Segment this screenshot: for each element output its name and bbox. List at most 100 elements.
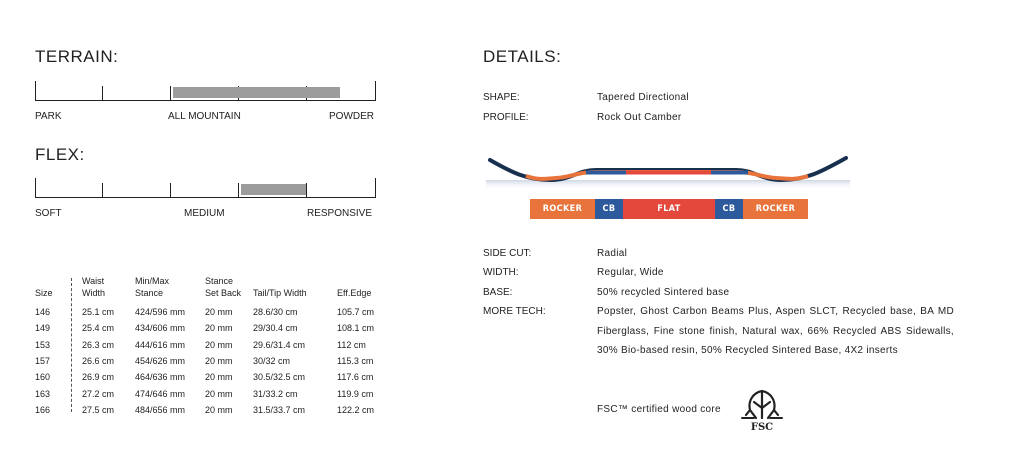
table-row-size: 157 — [35, 355, 51, 366]
table-cell: 25.1 cm — [82, 307, 115, 317]
table-cell: 28.6/30 cm — [253, 307, 298, 317]
table-cell: 108.1 cm — [337, 323, 375, 334]
terrain-label-powder: POWDER — [329, 111, 374, 122]
table-cell: 464/636 mm — [135, 372, 186, 383]
width-value: Regular, Wide — [597, 267, 664, 278]
board-profile-illustration — [486, 156, 850, 190]
table-cell: 122.2 cm — [337, 404, 375, 415]
scale-tick — [170, 183, 171, 198]
table-cell: 474/646 mm — [135, 388, 186, 399]
zone-flat: FLAT — [623, 199, 715, 219]
details-title: DETAILS: — [483, 47, 562, 66]
flex-label-responsive: RESPONSIVE — [307, 208, 373, 219]
table-cell: 484/656 mm — [135, 404, 186, 415]
table-cell: 105.7 cm — [337, 307, 375, 317]
table-divider — [71, 278, 72, 412]
more-tech-label: MORE TECH: — [483, 306, 546, 317]
scale-baseline — [35, 100, 376, 101]
table-cell: 117.6 cm — [337, 372, 374, 383]
scale-tick — [238, 183, 239, 198]
terrain-scale — [35, 81, 376, 101]
table-cell: 20 mm — [205, 388, 233, 399]
table-cell: 27.5 cm — [82, 404, 115, 415]
table-cell: 434/606 mm — [135, 323, 186, 334]
table-cell: 30.5/32.5 cm — [253, 372, 306, 383]
more-tech-value: Popster, Ghost Carbon Beams Plus, Aspen … — [597, 306, 954, 356]
table-row-size: 163 — [35, 388, 51, 399]
table-cell: 444/616 mm — [135, 339, 186, 350]
table-header-cell: Size — [35, 288, 53, 298]
table-cell: 112 cm — [337, 339, 366, 350]
table-cell: 31/33.2 cm — [253, 388, 298, 399]
table-cell: 20 mm — [205, 339, 233, 350]
board-shadow — [486, 180, 850, 190]
scale-tick-end — [375, 81, 376, 101]
sidecut-label: SIDE CUT: — [483, 248, 532, 259]
table-cell: 27.2 cm — [82, 388, 115, 399]
table-cell: 424/596 mm — [135, 307, 186, 317]
fsc-statement: FSC™ certified wood core — [597, 404, 721, 415]
width-label: WIDTH: — [483, 267, 519, 278]
fsc-tree-icon — [741, 389, 783, 420]
table-cell: 115.3 cm — [337, 355, 374, 366]
table-header-cell: Stance — [205, 276, 234, 286]
fsc-logo: FSC — [740, 388, 784, 434]
table-row-size: 160 — [35, 372, 51, 383]
shape-label: SHAPE: — [483, 92, 520, 103]
terrain-range-fill — [173, 87, 340, 98]
table-cell: 25.4 cm — [82, 323, 115, 334]
flex-title: FLEX: — [35, 145, 85, 164]
shape-value: Tapered Directional — [597, 92, 689, 103]
table-header-cell: Stance — [135, 288, 164, 298]
zone-rocker-left: ROCKER — [530, 199, 595, 219]
zone-rocker-right: ROCKER — [743, 199, 808, 219]
table-cell: 119.9 cm — [337, 388, 374, 399]
flex-label-soft: SOFT — [35, 208, 62, 219]
scale-tick-end — [375, 178, 376, 198]
scale-tick-start — [35, 81, 36, 101]
table-cell: 20 mm — [205, 307, 233, 317]
table-cell: 26.6 cm — [82, 355, 115, 366]
scale-tick — [102, 183, 103, 198]
table-cell: 454/626 mm — [135, 355, 186, 366]
table-cell: 31.5/33.7 cm — [253, 404, 306, 415]
base-value: 50% recycled Sintered base — [597, 287, 730, 298]
table-cell: 20 mm — [205, 372, 233, 383]
table-row-size: 166 — [35, 404, 51, 415]
profile-zones: ROCKER CB FLAT CB ROCKER — [530, 199, 808, 219]
scale-tick — [306, 183, 307, 198]
terrain-label-park: PARK — [35, 111, 62, 122]
table-header-cell: Waist — [82, 276, 105, 286]
flex-scale — [35, 178, 376, 198]
zone-camber-right: CB — [715, 199, 743, 219]
table-row-size: 153 — [35, 339, 51, 350]
table-row-size: 146 — [35, 307, 51, 317]
table-cell: 30/32 cm — [253, 355, 291, 366]
scale-tick — [170, 86, 171, 101]
table-cell: 20 mm — [205, 355, 233, 366]
base-label: BASE: — [483, 287, 513, 298]
flex-label-medium: MEDIUM — [184, 208, 225, 219]
scale-tick-start — [35, 178, 36, 198]
table-cell: 20 mm — [205, 323, 233, 334]
table-header-cell: Tail/Tip Width — [253, 288, 307, 298]
fsc-logo-text: FSC — [750, 422, 774, 433]
board-outline — [488, 156, 848, 183]
table-cell: 29.6/31.4 cm — [253, 339, 306, 350]
table-header-cell: Width — [82, 288, 106, 298]
scale-tick — [102, 86, 103, 101]
table-header-cell: Set Back — [205, 288, 242, 298]
table-row-size: 149 — [35, 323, 51, 334]
sidecut-value: Radial — [597, 248, 628, 259]
terrain-title: TERRAIN: — [35, 47, 119, 66]
table-header-cell: Eff.Edge — [337, 288, 372, 298]
profile-value: Rock Out Camber — [597, 112, 682, 123]
table-header-cell: Min/Max — [135, 276, 170, 286]
flex-range-fill — [241, 184, 306, 195]
table-cell: 29/30.4 cm — [253, 323, 298, 334]
zone-camber-left: CB — [595, 199, 623, 219]
scale-baseline — [35, 197, 376, 198]
table-cell: 20 mm — [205, 404, 233, 415]
table-cell: 26.3 cm — [82, 339, 115, 350]
